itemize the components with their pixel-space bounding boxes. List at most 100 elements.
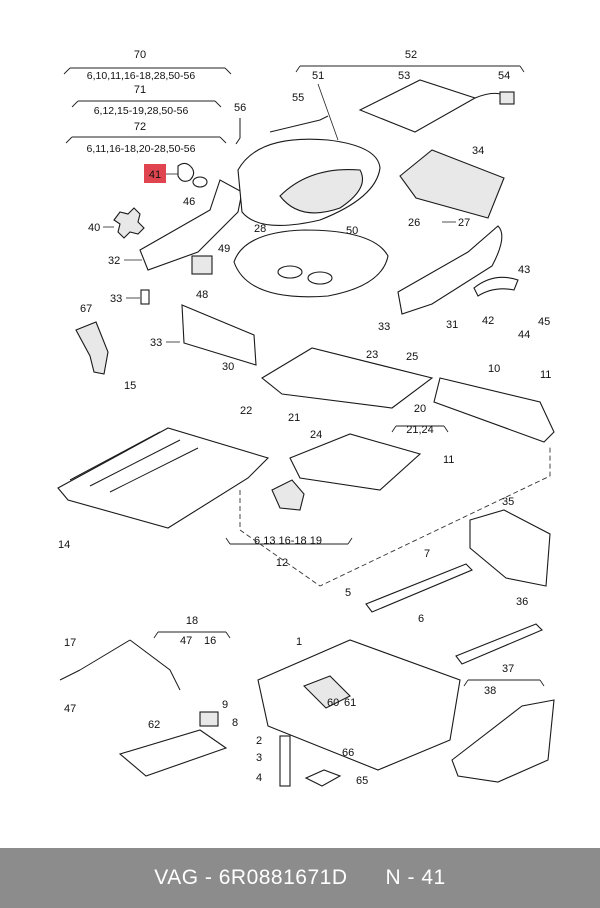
callout-35: 35	[502, 496, 514, 508]
clip-part	[235, 118, 241, 145]
callout-62: 62	[148, 719, 160, 731]
callout-11-b: 11	[443, 454, 454, 466]
callout-72-parts: 6,11,16-18,20-28,50-56	[87, 143, 196, 155]
highlight-41: 41	[144, 162, 195, 183]
callout-3: 3	[256, 752, 262, 764]
slide-rail-part	[365, 563, 473, 613]
callout-21: 21	[288, 412, 300, 424]
callout-24: 24	[310, 429, 322, 441]
callout-54: 54	[498, 70, 510, 82]
callout-31: 31	[446, 319, 458, 331]
legend-70: 70 6,10,11,16-18,28,50-56	[63, 49, 232, 82]
callout-23: 23	[366, 349, 378, 361]
callout-9: 9	[222, 699, 228, 711]
callout-34: 34	[472, 145, 484, 157]
callout-46: 46	[183, 196, 195, 208]
callout-71: 71	[134, 84, 146, 96]
callout-12: 12	[276, 557, 288, 569]
callout-45: 45	[538, 316, 550, 328]
callout-7: 7	[424, 548, 430, 560]
callout-37: 37	[502, 663, 514, 675]
height-adjuster-part	[289, 433, 422, 491]
cable-set-part	[59, 639, 181, 691]
callout-1: 1	[296, 636, 302, 648]
bolt-stack-part	[279, 735, 291, 787]
rail-cover-part	[433, 377, 555, 443]
trim-panel-part	[181, 304, 257, 366]
callout-22: 22	[240, 405, 252, 417]
foam-hole	[307, 271, 333, 285]
callout-12-parts: 6 13 16-18 19	[254, 535, 322, 547]
callout-17: 17	[64, 637, 76, 649]
bolt-part	[140, 289, 150, 305]
storage-tray-part	[469, 509, 551, 587]
callout-8: 8	[232, 717, 238, 729]
callout-42: 42	[482, 315, 494, 327]
pad-part	[304, 769, 342, 787]
footer-bar: VAG - 6R0881671D N - 41	[0, 848, 600, 908]
callout-47-b: 47	[64, 703, 76, 715]
frame-bars	[69, 431, 199, 493]
adjust-ring-part	[177, 162, 195, 182]
callout-5: 5	[345, 587, 351, 599]
callout-72: 72	[134, 121, 146, 133]
callout-28: 28	[254, 223, 266, 235]
callout-48: 48	[196, 289, 208, 301]
callout-18: 18	[186, 615, 198, 627]
connector-part	[499, 91, 515, 105]
callout-70: 70	[134, 49, 146, 61]
callout-26: 26	[408, 217, 420, 229]
callout-14: 14	[58, 539, 70, 551]
footer-part-number: VAG - 6R0881671D N - 41	[154, 866, 446, 889]
callout-66: 66	[342, 747, 354, 759]
clip-bracket-part	[199, 711, 219, 727]
side-bracket-part	[139, 179, 243, 271]
callout-25: 25	[406, 351, 418, 363]
callout-20-parts: 21,24	[406, 424, 434, 436]
exploded-parts-diagram: 70 6,10,11,16-18,28,50-56 71 6,12,15-19,…	[57, 49, 555, 787]
callout-6: 6	[418, 613, 424, 625]
callout-49: 49	[218, 243, 230, 255]
callout-33-a: 33	[110, 293, 122, 305]
seat-cover-insert	[279, 168, 364, 214]
legend-72: 72 6,11,16-18,20-28,50-56	[65, 121, 227, 155]
callout-43: 43	[518, 264, 530, 276]
callout-41: 41	[149, 169, 161, 181]
highlight-box	[144, 164, 166, 183]
callout-11-a: 11	[540, 369, 551, 381]
callout-56: 56	[234, 102, 246, 114]
cover-plate-part	[118, 729, 228, 777]
callout-4: 4	[256, 772, 262, 784]
callout-47-a: 47	[180, 635, 192, 647]
callout-61: 61	[344, 697, 356, 709]
callout-71-parts: 6,12,15-19,28,50-56	[94, 105, 189, 117]
trim-strip-part	[455, 623, 543, 665]
callout-16: 16	[204, 635, 216, 647]
callout-33-b: 33	[150, 337, 162, 349]
callout-44: 44	[518, 329, 530, 341]
gear-unit-part	[271, 479, 305, 511]
callout-51: 51	[312, 70, 324, 82]
callout-30: 30	[222, 361, 234, 373]
washer-part	[192, 176, 208, 188]
foam-cushion-part	[233, 229, 389, 298]
side-trim-part	[397, 225, 503, 315]
callout-67: 67	[80, 303, 92, 315]
motor-part	[191, 255, 213, 275]
seat-frame-part	[57, 427, 270, 529]
legend-71: 71 6,12,15-19,28,50-56	[71, 84, 222, 117]
callout-27: 27	[458, 217, 470, 229]
buckle-part	[75, 321, 109, 375]
callout-2: 2	[256, 735, 262, 747]
base-bracket-part	[303, 675, 351, 709]
callout-38: 38	[484, 685, 496, 697]
wire-part	[269, 115, 329, 133]
recline-lever-part	[473, 276, 519, 297]
callout-20: 20	[414, 403, 426, 415]
callout-33-c: 33	[378, 321, 390, 333]
callout-55: 55	[292, 92, 304, 104]
seat-pan-part	[261, 347, 434, 409]
seat-base-part	[257, 639, 461, 771]
mat-part	[399, 149, 505, 219]
callout-53: 53	[398, 70, 410, 82]
